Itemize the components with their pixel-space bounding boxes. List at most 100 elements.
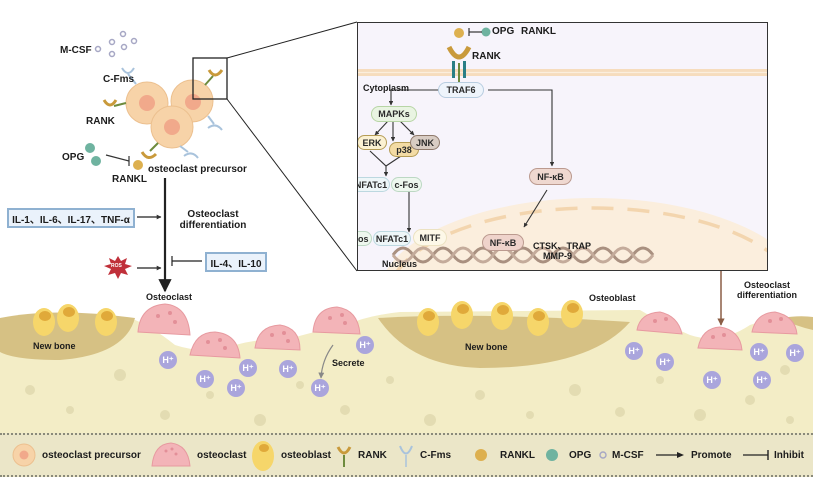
secrete-arrow [318,344,334,379]
cfms-label: C-Fms [103,74,135,85]
ros-star [104,256,132,279]
jnk-node: JNK [410,135,440,150]
erk-node: ERK [358,135,387,150]
new-bone-center [378,315,630,368]
cytoplasm-label: Cytoplasm [363,83,410,93]
svg-text:H⁺: H⁺ [199,374,210,384]
rankl-label: RANKL [112,174,147,185]
osteoblasts-center [417,300,583,336]
zoom-connector-bottom [226,98,358,272]
opg-molecule-inset [481,27,491,37]
rankl-dot-icon [475,449,487,461]
nucleus-label: Nucleus [382,259,418,269]
secrete-label: Secrete [332,358,365,368]
svg-text:H⁺: H⁺ [359,340,370,350]
new-bone-left-label: New bone [33,341,76,351]
svg-text:H⁺: H⁺ [789,348,800,358]
h-ions [159,336,804,397]
osteoblast-icon [252,441,274,471]
opg-dot-icon [546,449,558,461]
svg-text:H⁺: H⁺ [753,347,764,357]
right-osteoclast-differentiation-label: Osteoclast differentiation [727,280,807,300]
svg-text:H⁺: H⁺ [314,383,325,393]
legend-item-precursor: osteoclast precursor [12,435,141,475]
svg-text:H⁺: H⁺ [659,357,670,367]
osteoclast-icon [151,442,191,467]
right-differentiation-line1: Osteoclast [743,280,791,290]
opg-label-inset: OPG [492,26,515,37]
mcsf-label: M-CSF [60,45,92,56]
mcsf-molecules [94,30,138,58]
legend-label: RANK [358,449,387,461]
legend-label: Inhibit [774,449,804,461]
rankl-molecule [133,160,143,170]
legend-label: OPG [569,449,592,461]
inhibit-bar-icon [743,450,769,460]
svg-text:H⁺: H⁺ [230,383,241,393]
target-genes-line1: CTSK、TRAP [533,241,591,251]
svg-text:H⁺: H⁺ [242,363,253,373]
bone-matrix [0,310,813,433]
osteoclast-differentiation-label: Osteoclast differentiation [178,209,248,231]
osteoclast-label: Osteoclast [146,292,193,302]
pathway-arrows [369,89,555,233]
signaling-inset-panel: RANKL OPG RANK Cytoplasm Nucleus TRAF6 M… [357,22,768,271]
bone-texture [16,346,794,426]
opg-inhibit-line [105,154,130,166]
promoting-cytokines-box: IL-1、IL-6、IL-17、TNF-α [7,208,135,228]
differentiation-label-line1: Osteoclast [187,209,239,220]
svg-text:H⁺: H⁺ [162,355,173,365]
osteoclast-precursor-icon [12,443,36,467]
legend-item-promote: Promote [655,435,732,475]
legend-label: osteoblast [281,449,332,461]
dna-helix [391,246,655,264]
legend-item-mcsf: M-CSF [598,435,644,475]
new-bone-center-label: New bone [465,342,508,352]
promote-arrow-icon [656,452,684,458]
precursor-receptors [102,67,224,159]
rank-label-inset: RANK [472,51,501,62]
svg-text:H⁺: H⁺ [628,346,639,356]
mapks-node: MAPKs [371,106,417,122]
legend-item-osteoclast: osteoclast [150,435,246,475]
osteoclast-granules [156,311,783,350]
legend-item-osteoblast: osteoblast [250,435,331,475]
precursor-cells [125,79,214,149]
legend-label: Promote [691,449,732,461]
opg-label: OPG [62,152,85,163]
inhibitors-inhibit-line [171,256,202,266]
target-genes-line2: MMP-9 [543,251,572,261]
legend-item-opg: OPG [545,435,591,475]
svg-text:H⁺: H⁺ [706,375,717,385]
cfos-node: c-Fos [391,177,422,192]
h-ion-labels: H⁺H⁺H⁺ H⁺H⁺H⁺ H⁺H⁺H⁺ H⁺H⁺H⁺ H⁺ [162,340,800,393]
rankl-label-inset: RANKL [521,26,556,37]
opg-inhibit-inset [468,28,482,36]
mcsf-dot-icon [599,451,607,459]
nuclear-mitf-node: MITF [413,229,447,246]
differentiation-label-line2: differentiation [179,220,247,231]
ros-label: ROS [111,263,122,269]
osteoclasts [137,303,798,359]
rankl-molecule-inset [454,28,464,38]
nfkb-cytoplasm-node: NF-κB [529,168,572,185]
legend-label: osteoclast precursor [42,449,141,461]
legend-item-rank: RANK [336,435,387,475]
nuclear-nfkb-node: NF-κB [482,234,524,251]
rank-receptor-icon [336,446,352,467]
right-differentiation-line2: differentiation [737,290,797,300]
rank-label: RANK [86,116,115,127]
inset-shapes [358,27,767,270]
legend-item-inhibit: Inhibit [742,435,804,475]
nuclear-cfos-node: c-Fos [358,231,372,246]
legend-label: osteoclast [197,449,247,461]
legend-item-rankl: RANKL [474,435,535,475]
legend-bar: osteoclast precursor osteoclast osteobla… [0,433,813,477]
legend-label: C-Fms [420,449,452,461]
precursor-label: osteoclast precursor [148,164,247,175]
inhibiting-cytokines-box: IL-4、IL-10 [205,252,267,272]
traf6-node: TRAF6 [438,82,484,98]
osteoblast-label: Osteoblast [589,293,636,303]
svg-text:H⁺: H⁺ [282,364,293,374]
